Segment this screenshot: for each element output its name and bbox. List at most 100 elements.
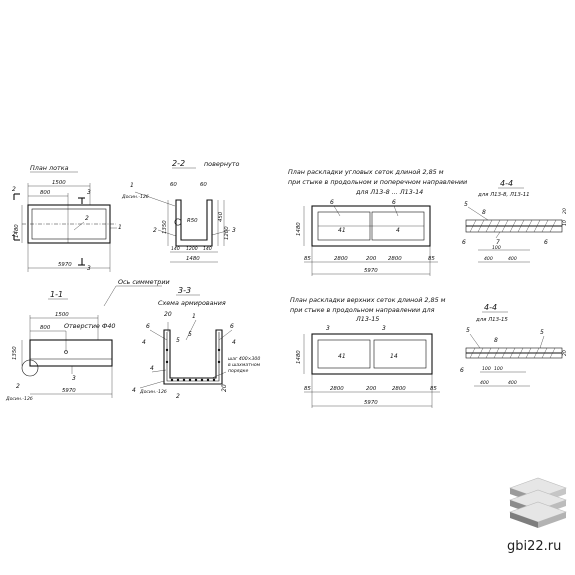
plan-top-mark-41: 41 — [338, 353, 346, 360]
sec33-label-4-pos: 4 — [132, 387, 136, 394]
sec33-label-1: 1 — [192, 313, 196, 320]
sec22-bot-140b: 140 — [203, 246, 212, 252]
sec44a-label-6b: 6 — [544, 239, 548, 246]
sec44a-subtitle: для Л13-8, Л13-11 — [477, 192, 530, 198]
sec44b-title: 4-4 — [484, 303, 497, 312]
sec44a-dim-20: 20 — [562, 208, 568, 214]
section-1-1: 1-1 Ось симметрии 1500 800 Отверстие Ф40… — [5, 278, 170, 402]
sec22-dim-1200: 1200 — [224, 226, 230, 240]
plan-corner-outline — [311, 205, 431, 247]
sec11-dim-1500: 1500 — [55, 312, 69, 318]
plan-corner-dim-5970: 5970 — [364, 268, 378, 274]
plan-top-dim-85b: 85 — [430, 386, 437, 392]
sec33-label-2: 2 — [176, 393, 180, 400]
plan-top-outline — [311, 333, 433, 375]
sec22-dim-60b: 60 — [200, 182, 207, 188]
plan-label-2: 2 — [85, 215, 89, 222]
sec44b-dim-400a: 400 — [480, 380, 489, 386]
plan-sec-2-top: 2 — [12, 186, 16, 193]
sec11-axis-note: Ось симметрии — [118, 278, 170, 286]
sec11-title: 1-1 — [50, 290, 63, 299]
plan-sec-3-top: 3 — [87, 189, 91, 196]
sec22-label-2: 2 — [153, 227, 157, 234]
sec44a-label-8: 8 — [482, 209, 486, 216]
sec33-label-4b: 4 — [232, 339, 236, 346]
plan-dim-5970: 5970 — [58, 262, 72, 268]
plan-corner-dim-200: 200 — [366, 256, 377, 262]
sec33-profile — [163, 329, 223, 385]
plan-top-title-2: при стыке в продольном направлении для — [290, 306, 435, 314]
sec33-label-6b: 6 — [230, 323, 234, 330]
sec44a-dim-100: 100 — [492, 245, 501, 251]
stacked-slabs-logo-icon — [509, 477, 567, 528]
sec11-dim-1350: 1350 — [12, 346, 18, 360]
sec33-label-20: 20 — [164, 311, 172, 318]
sec44a-hatch — [469, 219, 557, 233]
brand-site-text: gbi22.ru — [507, 539, 561, 554]
sec22-dim-450: 450 — [218, 211, 224, 222]
sec33-rebar — [166, 332, 220, 382]
plan-corner-dim-85b: 85 — [428, 256, 435, 262]
sec33-rebar-dots — [165, 348, 221, 382]
plan-title: План лотка — [30, 164, 69, 172]
plan-corner-title-3: для Л13-8 ... Л13-14 — [355, 188, 423, 196]
plan-sec-2-bottom: 2 — [12, 231, 16, 238]
plan-corner-mark-4: 4 — [396, 227, 400, 234]
sec44b-hatch — [469, 347, 556, 359]
plan-top-dim-2800a: 2800 — [330, 386, 344, 392]
sec11-outline — [29, 339, 113, 367]
sec44a-dim-10: 10 — [562, 220, 568, 226]
plan-corner-title-1: План раскладки угловых сеток длиной 2,85… — [288, 168, 444, 176]
sec33-label-5a: 5 — [188, 331, 192, 338]
plan-top-dim-1480: 1480 — [296, 350, 302, 364]
plan-dim-1500: 1500 — [52, 180, 66, 186]
plan-top-meshes: План раскладки верхних сеток длиной 2,85… — [290, 296, 446, 408]
plan-sec-3-bottom: 3 — [87, 265, 91, 272]
plan-corner-dim-1480: 1480 — [296, 222, 302, 236]
sec22-title: 2-2 — [172, 159, 185, 168]
sec44b-subtitle: для Л13-15 — [475, 317, 508, 323]
plan-top-title-3: Л13-15 — [355, 315, 379, 323]
section-2-2: 2-2 повернуто 1 Досин.-12б 60 60 R50 135… — [121, 159, 240, 263]
sec11-label-3: 3 — [72, 375, 76, 382]
sec22-total: 1480 — [186, 256, 200, 262]
sec22-label-3: 3 — [232, 227, 236, 234]
sec22-label-1-note: Досин.-12б — [121, 194, 149, 200]
sec22-profile — [175, 199, 213, 247]
sec33-subtitle: Схема армирования — [158, 299, 226, 307]
sec33-label-4a: 4 — [142, 339, 146, 346]
plan-top-title-1: План раскладки верхних сеток длиной 2,85… — [290, 296, 446, 304]
sec44b-dim-20: 20 — [562, 350, 568, 356]
sec33-shvy-note: шаг 400×300 в шахматном порядке — [228, 356, 262, 374]
sec22-dim-60a: 60 — [170, 182, 177, 188]
sec44b-label-8: 8 — [494, 337, 498, 344]
sec44a-label-7: 7 — [496, 239, 500, 246]
plan-dim-800: 800 — [40, 190, 51, 196]
sec33-label-20b: 20 — [221, 384, 228, 392]
plan-top-dim-85a: 85 — [304, 386, 311, 392]
sec11-detail-circle — [21, 359, 39, 377]
sec22-label-1: 1 — [130, 182, 134, 189]
sec22-r50: R50 — [187, 218, 198, 224]
sec33-label-5b: 5 — [176, 337, 180, 344]
sec44b-dim-100b: 100 — [494, 366, 503, 372]
sec44b-label-6: 6 — [460, 367, 464, 374]
plan-label-1: 1 — [118, 224, 122, 231]
plan-top-mark-14: 14 — [390, 353, 398, 360]
sec22-dim-1350: 1350 — [162, 220, 168, 234]
sec11-dim-5970: 5970 — [62, 388, 76, 394]
plan-top-dim-2800b: 2800 — [392, 386, 406, 392]
plan-corner-dim-85a: 85 — [304, 256, 311, 262]
sec11-label-2: 2 — [16, 383, 20, 390]
plan-corner-dim-2800b: 2800 — [388, 256, 402, 262]
sec44b-dim-100a: 100 — [482, 366, 491, 372]
sec33-label-6a: 6 — [146, 323, 150, 330]
plan-view: План лотка 1500 800 3 3 2 2 2 1 14 — [12, 164, 122, 272]
plan-top-mesh-right — [373, 339, 427, 369]
sec44b-dim-400b: 400 — [508, 380, 517, 386]
sec22-hole — [174, 218, 182, 226]
sec11-label-2-note: Досин.-12б — [5, 396, 33, 402]
plan-top-dim-5970: 5970 — [364, 400, 378, 406]
sec22-subtitle: повернуто — [204, 160, 240, 168]
